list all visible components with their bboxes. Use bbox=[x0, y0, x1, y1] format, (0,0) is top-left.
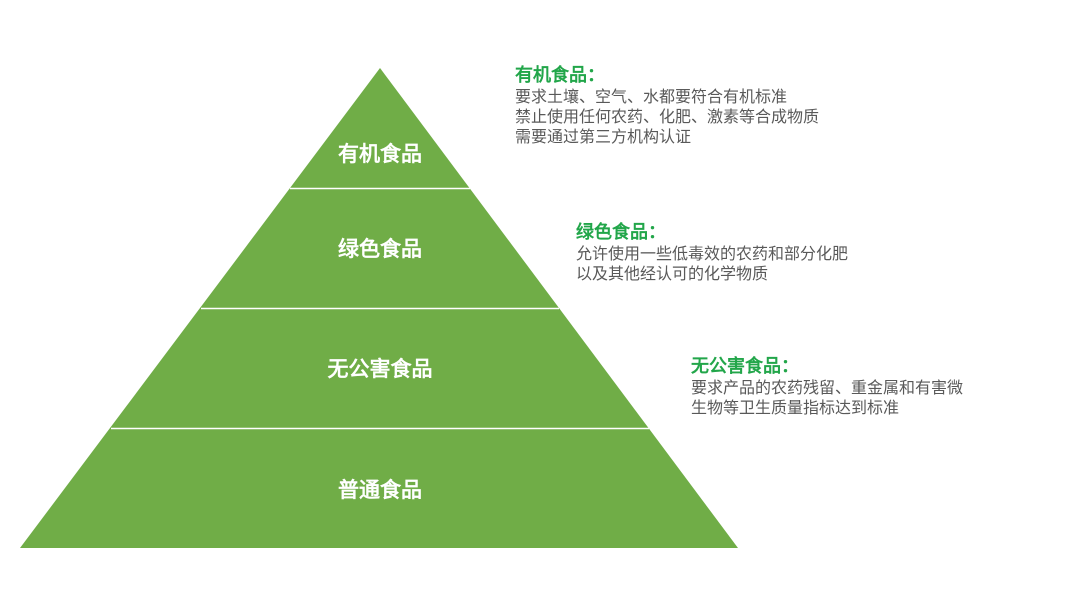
description-organic: 有机食品： 要求土壤、空气、水都要符合有机标准 禁止使用任何农药、化肥、激素等合… bbox=[515, 65, 819, 147]
description-title: 绿色食品： bbox=[576, 222, 666, 243]
description-line: 以及其他经认可的化学物质 bbox=[576, 264, 769, 283]
description-line: 要求土壤、空气、水都要符合有机标准 bbox=[515, 87, 788, 106]
description-green: 绿色食品： 允许使用一些低毒效的农药和部分化肥 以及其他经认可的化学物质 bbox=[576, 222, 848, 284]
description-title: 有机食品： bbox=[515, 65, 605, 86]
description-title: 无公害食品： bbox=[691, 356, 799, 377]
description-line: 禁止使用任何农药、化肥、激素等合成物质 bbox=[515, 107, 820, 126]
description-line: 生物等卫生质量指标达到标准 bbox=[691, 398, 900, 417]
description-pollution-free: 无公害食品： 要求产品的农药残留、重金属和有害微 生物等卫生质量指标达到标准 bbox=[691, 356, 963, 418]
tier-label-organic: 有机食品 bbox=[338, 142, 422, 166]
tier-label-ordinary: 普通食品 bbox=[338, 478, 422, 502]
description-line: 需要通过第三方机构认证 bbox=[515, 127, 692, 146]
description-line: 允许使用一些低毒效的农药和部分化肥 bbox=[576, 244, 849, 263]
tier-label-green: 绿色食品 bbox=[338, 237, 422, 261]
description-line: 要求产品的农药残留、重金属和有害微 bbox=[691, 378, 964, 397]
tier-label-pollution-free: 无公害食品 bbox=[327, 357, 433, 381]
